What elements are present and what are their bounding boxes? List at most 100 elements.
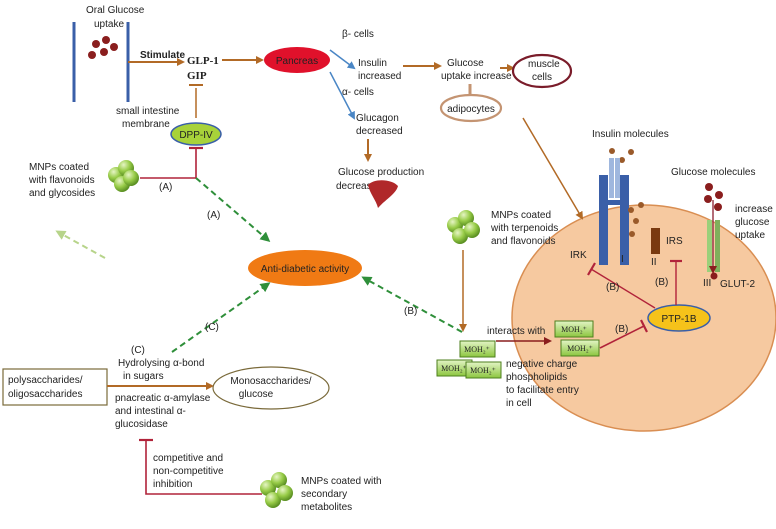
irs-dots (628, 202, 644, 237)
mnp-c-inhibition-line (145, 440, 262, 495)
insulin-increased-2: increased (358, 71, 401, 82)
polysaccharides-label-1: polysaccharides/ (8, 375, 83, 386)
increase-glucose-uptake-2: glucose (735, 217, 770, 228)
mnp-c-label-1: MNPs coated with (301, 476, 382, 487)
irs-label: IRS (666, 236, 683, 247)
irs-block (651, 228, 660, 254)
mnp-a-tag-dashed: (A) (207, 210, 220, 221)
svg-text:MOH₂⁺: MOH₂⁺ (561, 325, 587, 334)
receptor-ii-mark: II (651, 257, 657, 268)
competitive-label-3: inhibition (153, 479, 192, 490)
mnp-b-tag: (B) (404, 306, 417, 317)
insulin-molecules-label: Insulin molecules (592, 129, 669, 140)
irk-label: IRK (570, 250, 587, 261)
ptp1b-enzyme (647, 304, 711, 332)
glucose-uptake-1: Glucose (447, 58, 484, 69)
cell-tag-b2: (B) (655, 277, 668, 288)
monosaccharides-label-2: glucose (239, 389, 274, 400)
muscle-cells-label-1: muscle (528, 59, 560, 70)
beta-cells-label: β- cells (342, 29, 374, 40)
neg-charge-2: phospholipids (506, 372, 567, 383)
mnp-a-nanoparticle-cluster (108, 160, 139, 192)
beta-cell-arrow (329, 49, 356, 70)
receptor-i-mark: I (621, 254, 624, 265)
pancreas-organ (264, 47, 330, 73)
insulin-molecule-dots (609, 148, 634, 163)
hydrolysing-label-1: Hydrolysing α-bond (118, 358, 204, 369)
muscle-cells-oval (511, 53, 573, 89)
intestine-membrane (72, 22, 130, 102)
mnp-a-inhibition-line (140, 148, 197, 179)
interacts-label: interacts with (487, 326, 545, 337)
mnp-a-tag-solid: (A) (159, 182, 172, 193)
glut2-label: GLUT-2 (720, 279, 755, 290)
dppiv-enzyme (170, 122, 222, 146)
mnp-a-label-1: MNPs coated (29, 162, 89, 173)
cell-tag-b-inner: (B) (615, 324, 628, 335)
anti-diabetic-activity (248, 250, 362, 286)
stimulate-label: Stimulate (140, 50, 185, 61)
moh-box-3: MOH₂⁺ (465, 361, 502, 379)
pancreas-label: Pancreas (276, 56, 318, 67)
membrane-label-1: small intestine (116, 106, 180, 117)
glucose-production-2: decrease (336, 181, 378, 192)
svg-text:MOH₂⁺: MOH₂⁺ (470, 366, 496, 375)
moh-ptp1b-inhibit-line (599, 325, 645, 349)
increase-glucose-uptake-3: uptake (735, 230, 765, 241)
svg-text:MOH₂⁺: MOH₂⁺ (567, 344, 593, 353)
mnp-b-label-2: with terpenoids (490, 223, 558, 234)
insulin-increased-1: Insulin (358, 58, 387, 69)
pathway-to-cell-arrow (522, 117, 584, 220)
glp1-label: GLP-1 (187, 55, 219, 67)
neg-charge-3: to facilitate entry (506, 385, 579, 396)
membrane-label-2: membrane (122, 119, 170, 130)
svg-text:MOH₂⁺: MOH₂⁺ (441, 364, 467, 373)
enzyme-label-1: pnacreatic α-amylase (115, 393, 211, 404)
glucagon-decreased-1: Glucagon (356, 113, 399, 124)
liver-icon (368, 180, 398, 208)
ptp1b-irk-inhibit (590, 268, 656, 309)
svg-text:MOH₂⁺: MOH₂⁺ (464, 345, 490, 354)
mnp-c-tag-upper: (C) (205, 322, 219, 333)
ptp1b-label: PTP-1B (661, 314, 696, 325)
increase-glucose-uptake-1: increase (735, 204, 773, 215)
mnp-b-dashed-arrow (361, 276, 463, 333)
mnp-c-tag-lower: (C) (131, 345, 145, 356)
competitive-label-2: non-competitive (153, 466, 224, 477)
cell-tag-b1: (B) (606, 282, 619, 293)
faint-dashed-arrow (55, 230, 106, 259)
oral-glucose-label-1: Oral Glucose (86, 5, 145, 16)
moh-box-cell-2: MOH₂⁺ (560, 339, 600, 357)
adipocytes-oval (439, 93, 503, 123)
mnp-c-label-2: secondary (301, 489, 347, 500)
gip-label: GIP (187, 70, 207, 82)
mnp-b-nanoparticle-cluster (447, 210, 480, 244)
muscle-cells-label-2: cells (532, 72, 552, 83)
mnp-a-label-2: with flavonoids (28, 175, 95, 186)
competitive-label-1: competitive and (153, 453, 223, 464)
mnp-c-label-3: metabolites (301, 502, 352, 513)
mnp-c-nanoparticle-cluster (260, 472, 293, 508)
polysaccharides-label-2: oligosaccharides (8, 389, 83, 400)
mnp-b-label-1: MNPs coated (491, 210, 551, 221)
monosaccharides-oval (212, 366, 330, 410)
moh-box-1: MOH₂⁺ (459, 340, 496, 358)
insulin-receptor (599, 158, 629, 265)
monosaccharides-label-1: Monosaccharides/ (230, 376, 311, 387)
glucose-dots-cell (704, 183, 723, 211)
alpha-cell-arrow (329, 71, 355, 120)
moh-box-cell-1: MOH₂⁺ (554, 320, 594, 338)
glucose-dots-gut (88, 36, 118, 59)
receptor-iii-mark: III (703, 278, 711, 289)
alpha-cells-label: α- cells (342, 87, 374, 98)
neg-charge-4: in cell (506, 398, 532, 409)
glucose-uptake-2: uptake increase (441, 71, 512, 82)
glut2-transporter (707, 200, 720, 280)
polysaccharides-box (2, 368, 108, 406)
mnp-a-label-3: and glycosides (29, 188, 95, 199)
anti-diabetic-label: Anti-diabetic activity (261, 264, 349, 275)
mnp-a-dashed-arrow (195, 177, 271, 242)
dppiv-label: DPP-IV (179, 130, 213, 141)
mnp-b-label-3: and flavonoids (491, 236, 556, 247)
